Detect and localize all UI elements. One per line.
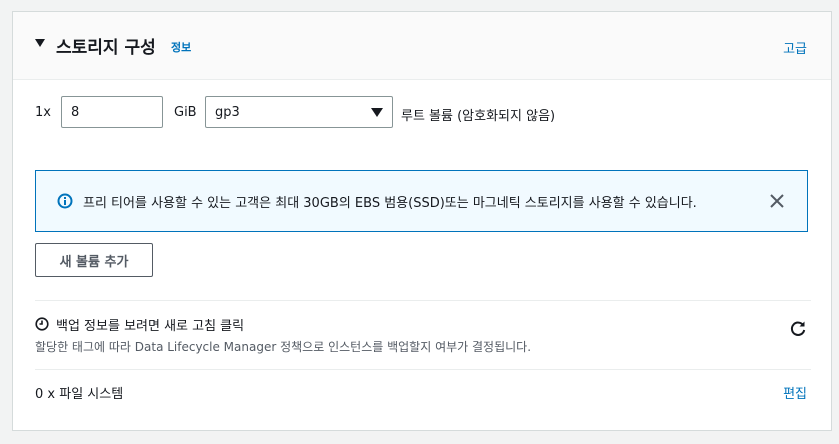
add-volume-button[interactable]: 새 볼륨 추가 bbox=[35, 243, 153, 277]
divider bbox=[35, 300, 811, 301]
advanced-link[interactable]: 고급 bbox=[783, 42, 807, 57]
triangle-down-icon bbox=[371, 108, 383, 117]
storage-config-panel: 스토리지 구성 정보 고급 1x GiB gp3 루트 볼륨 (암호화되지 않음… bbox=[12, 11, 832, 431]
volume-unit: GiB bbox=[174, 105, 197, 120]
panel-header: 스토리지 구성 정보 고급 bbox=[13, 12, 831, 80]
panel-title[interactable]: 스토리지 구성 bbox=[56, 38, 156, 58]
backup-info: 백업 정보를 보려면 새로 고침 클릭 할당한 태그에 따라 Data Life… bbox=[35, 314, 811, 374]
close-icon[interactable] bbox=[769, 193, 785, 209]
info-link[interactable]: 정보 bbox=[171, 41, 192, 54]
volume-size-input[interactable] bbox=[61, 96, 163, 128]
divider bbox=[35, 369, 811, 370]
volume-type-select[interactable]: gp3 bbox=[205, 96, 393, 128]
file-systems-label: 0 x 파일 시스템 bbox=[35, 387, 124, 402]
file-systems-edit-link[interactable]: 편집 bbox=[783, 387, 807, 402]
volume-type-value: gp3 bbox=[215, 105, 240, 120]
volume-count: 1x bbox=[35, 105, 51, 120]
info-circle-icon bbox=[57, 193, 73, 209]
free-tier-alert: 프리 티어를 사용할 수 있는 고객은 최대 30GB의 EBS 범용(SSD)… bbox=[35, 170, 808, 232]
clock-icon bbox=[35, 317, 49, 331]
root-volume-label: 루트 볼륨 (암호화되지 않음) bbox=[401, 109, 556, 124]
alert-message: 프리 티어를 사용할 수 있는 고객은 최대 30GB의 EBS 범용(SSD)… bbox=[83, 196, 697, 211]
refresh-icon[interactable] bbox=[789, 320, 807, 338]
caret-down-icon[interactable] bbox=[34, 37, 46, 49]
backup-title: 백업 정보를 보려면 새로 고침 클릭 bbox=[56, 319, 245, 334]
backup-description: 할당한 태그에 따라 Data Lifecycle Manager 정책으로 인… bbox=[35, 340, 532, 354]
